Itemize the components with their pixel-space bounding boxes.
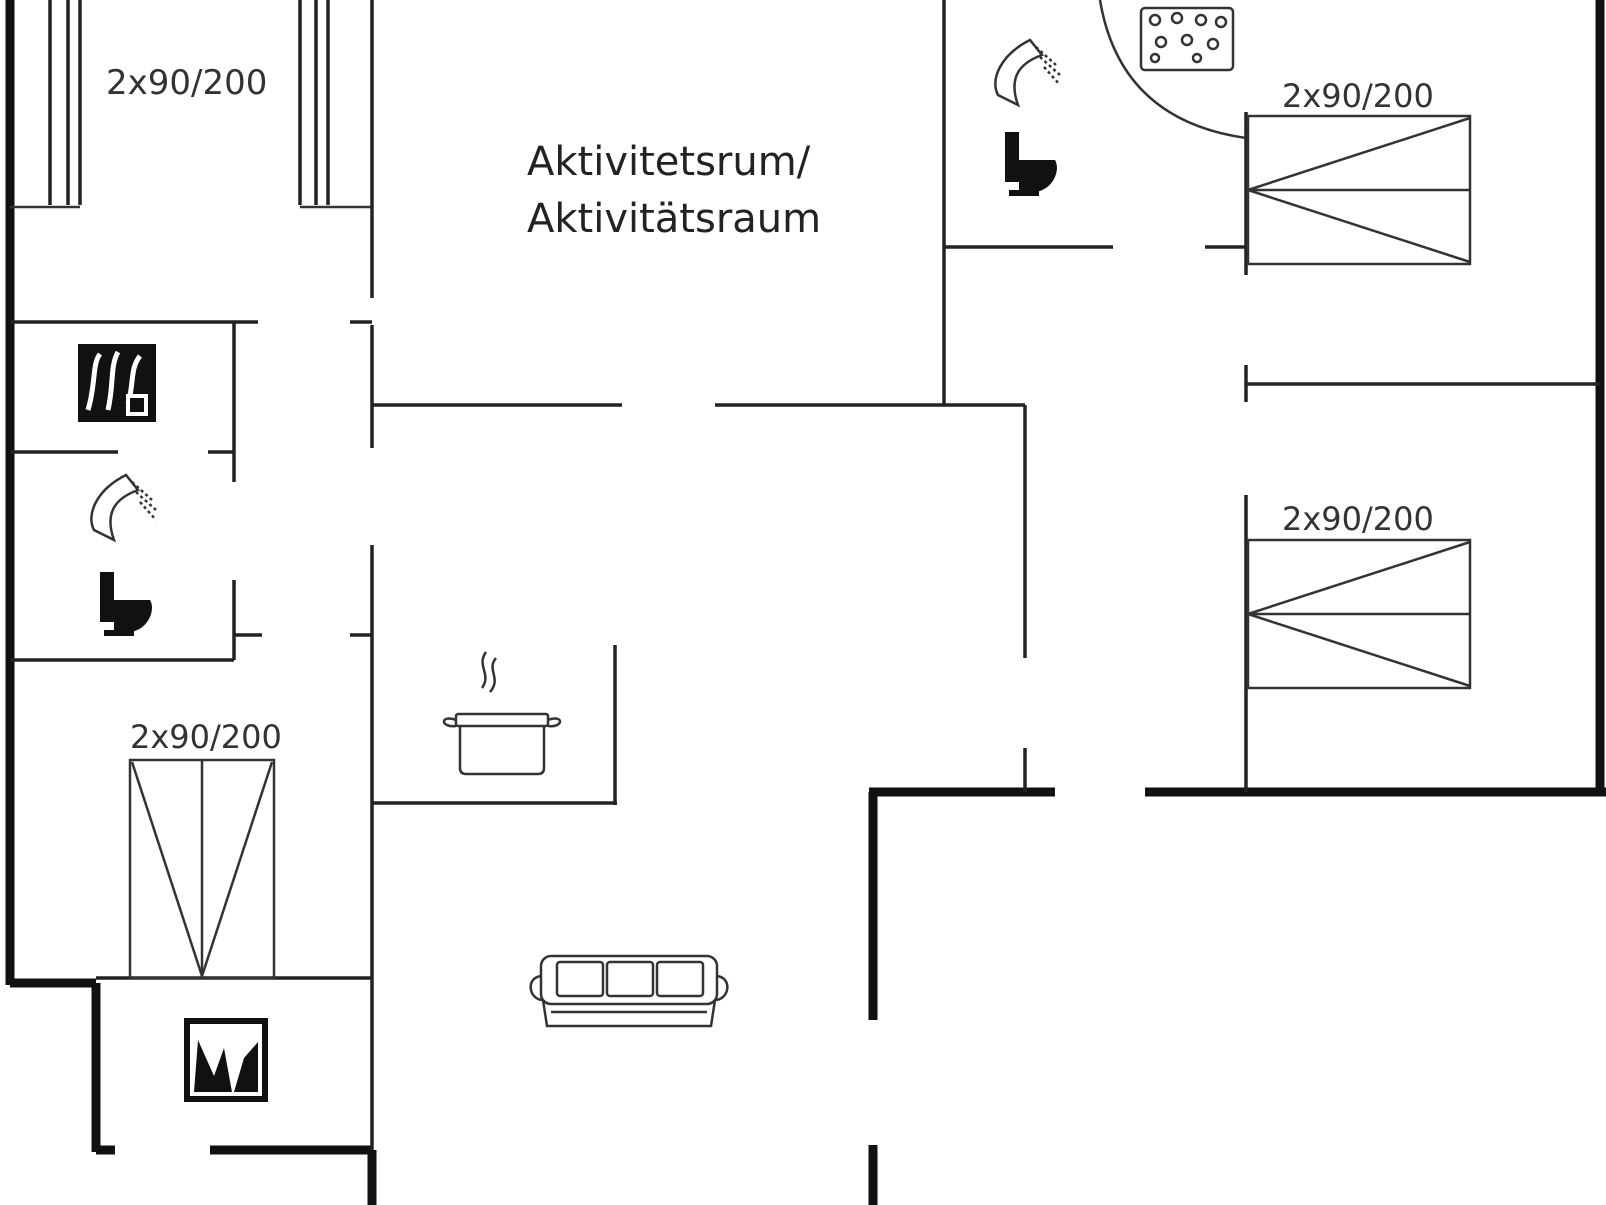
- interior-walls: [10, 0, 1600, 1150]
- tumble-dryer-icon: [184, 1018, 268, 1102]
- bed-size-label-top-right: 2x90/200: [1282, 77, 1434, 115]
- bed-size-label-top-left: 2x90/200: [106, 63, 267, 103]
- bed-size-label-mid-right: 2x90/200: [1282, 500, 1434, 538]
- whirlpool-icon: [1139, 6, 1235, 72]
- room-label-line1: Aktivitetsrum/: [527, 139, 811, 185]
- wardrobe-columns: [10, 0, 372, 209]
- room-label-line2: Aktivitätsraum: [527, 196, 821, 242]
- shower-icon: [994, 38, 1061, 108]
- cooking-pot-icon: [442, 651, 562, 776]
- bed-size-label-left-lower: 2x90/200: [130, 718, 282, 756]
- door-swing-arc: [1098, 0, 1247, 140]
- shower-icon: [90, 473, 157, 543]
- bed-left-lower: [128, 758, 276, 980]
- bed-top-right: [1246, 114, 1472, 266]
- bed-mid-right: [1246, 538, 1472, 690]
- washing-machine-icon: [78, 344, 156, 422]
- outer-walls: [5, 0, 1606, 1205]
- sofa-icon: [529, 954, 729, 1028]
- toilet-icon: [1005, 132, 1057, 196]
- toilet-icon: [100, 572, 152, 636]
